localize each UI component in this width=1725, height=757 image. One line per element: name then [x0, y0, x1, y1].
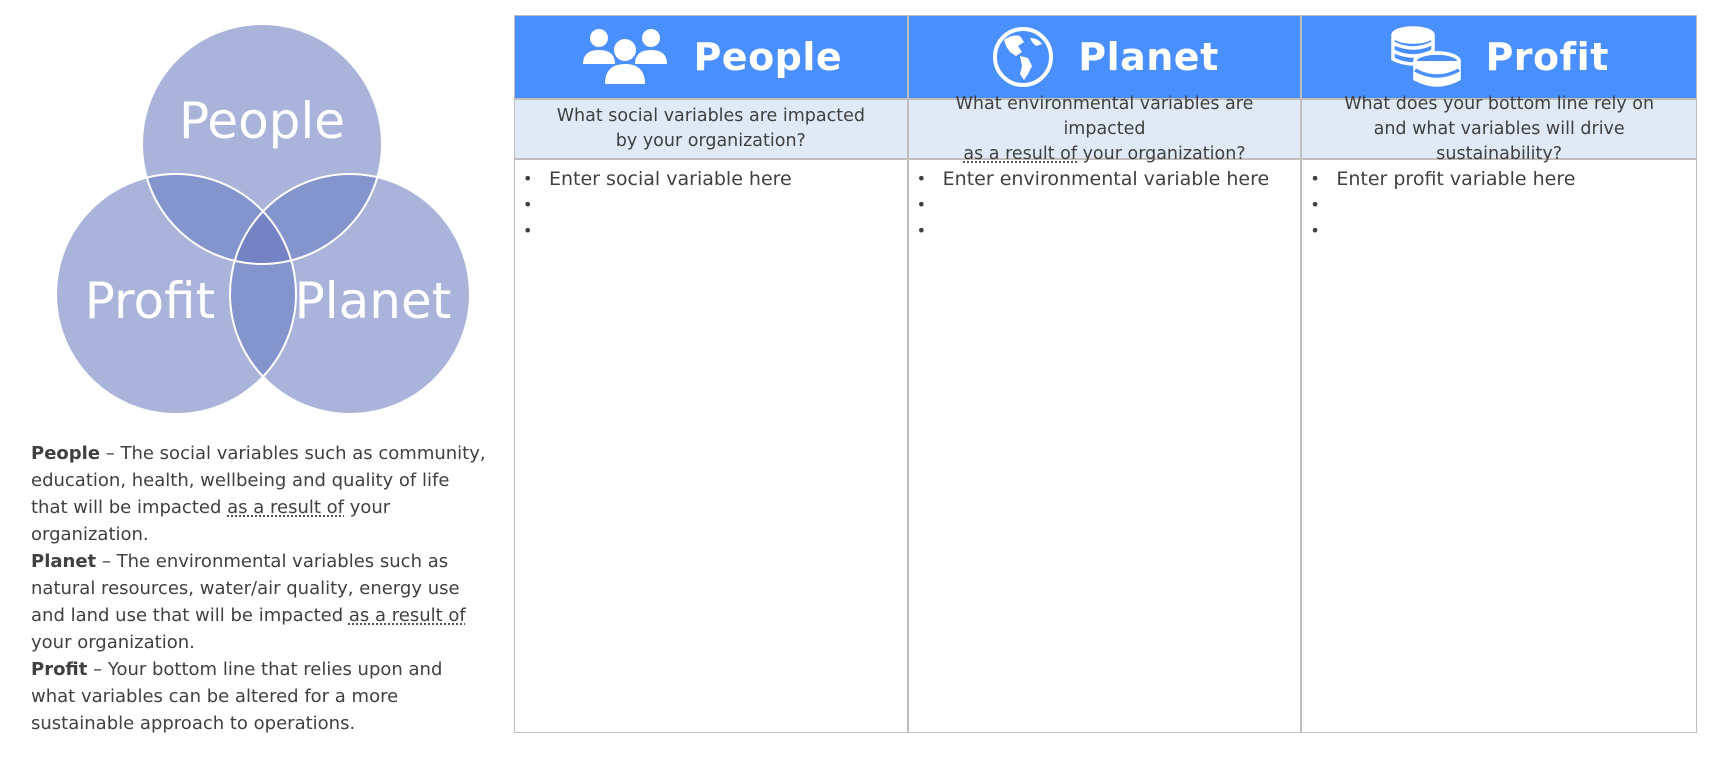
venn-diagram: People Profit Planet [55, 23, 471, 415]
venn-label-people: People [179, 92, 345, 150]
column-question-profit: What does your bottom line rely on and w… [1302, 94, 1696, 164]
venn-label-profit: Profit [85, 272, 215, 330]
list-item[interactable]: Enter environmental variable here [917, 166, 1301, 192]
column-planet: Planet What environmental variables are … [908, 16, 1303, 732]
column-body-people[interactable]: Enter social variable here [515, 160, 907, 732]
column-title-planet: Planet [1078, 35, 1219, 79]
list-item[interactable]: Enter social variable here [523, 166, 907, 192]
coins-icon [1389, 25, 1463, 89]
list-item[interactable] [917, 218, 1301, 244]
globe-icon [990, 24, 1056, 90]
list-item[interactable] [523, 192, 907, 218]
column-body-profit[interactable]: Enter profit variable here [1302, 160, 1696, 732]
definitions-text: People – The social variables such as co… [31, 440, 491, 737]
list-item[interactable] [1310, 192, 1696, 218]
column-people: People What social variables are impacte… [515, 16, 909, 732]
column-body-planet[interactable]: Enter environmental variable here [909, 160, 1301, 732]
list-item[interactable] [523, 218, 907, 244]
venn-label-planet: Planet [295, 272, 452, 330]
list-item[interactable] [917, 192, 1301, 218]
column-title-profit: Profit [1485, 35, 1609, 79]
column-question-people: What social variables are impacted by yo… [515, 98, 907, 160]
people-icon [579, 26, 671, 88]
definition-people: People – The social variables such as co… [31, 443, 486, 545]
column-header-planet: Planet [908, 16, 1301, 98]
column-header-profit: Profit [1302, 16, 1696, 98]
column-question-planet: What environmental variables are impacte… [908, 94, 1301, 164]
list-item[interactable]: Enter profit variable here [1310, 166, 1696, 192]
column-profit: Profit What does your bottom line rely o… [1302, 16, 1696, 732]
column-title-people: People [693, 35, 843, 79]
list-item[interactable] [1310, 218, 1696, 244]
triple-bottom-line-table: People What social variables are impacte… [514, 15, 1697, 733]
definition-profit: Profit – Your bottom line that relies up… [31, 659, 443, 734]
column-header-people: People [515, 16, 907, 98]
definition-planet: Planet – The environmental variables suc… [31, 551, 466, 653]
